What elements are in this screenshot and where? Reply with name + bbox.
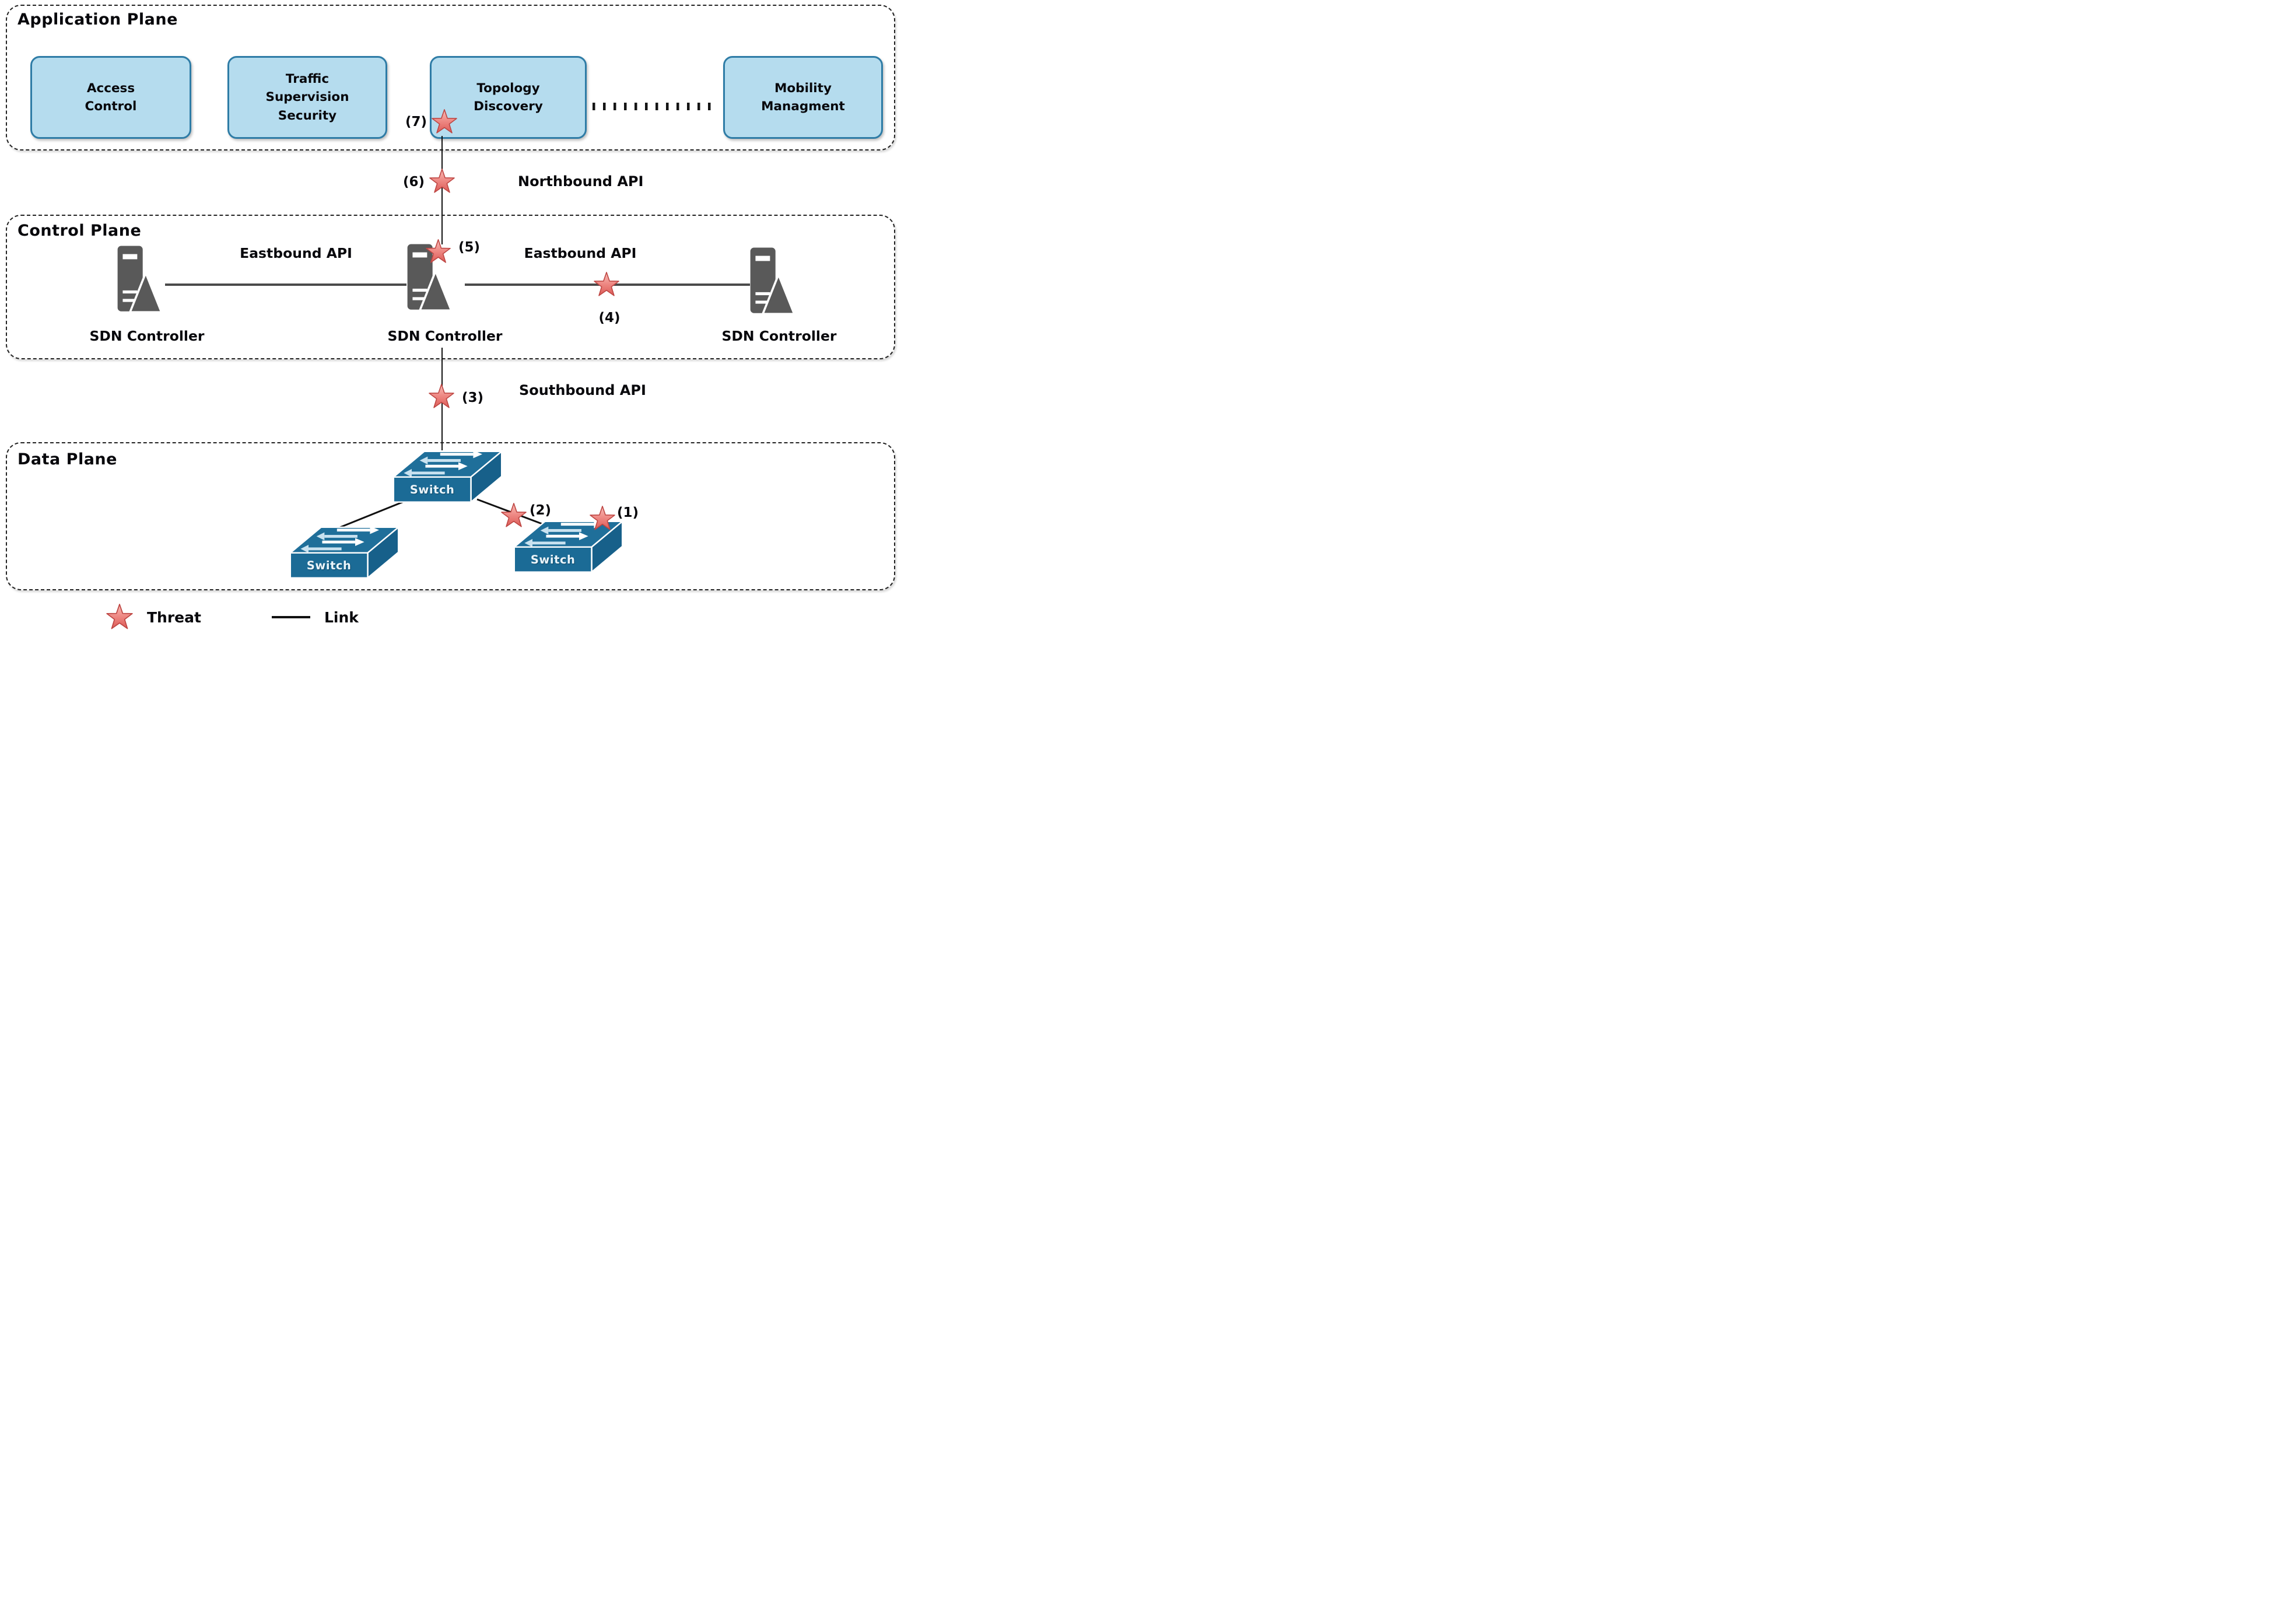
threat-star-icon [431,108,458,135]
app-box-mobility-management: Mobility Managment [723,56,883,139]
app-box-label: Topology Discovery [474,80,543,114]
threat-2-label: (2) [530,503,552,518]
switch-label: Switch [306,558,352,572]
app-box-label: Traffic Supervision Security [265,72,349,123]
application-plane-container [6,5,895,150]
switch-label: Switch [530,552,576,566]
sdn-controller-label-left: SDN Controller [89,328,205,344]
sdn-controller-label-middle: SDN Controller [387,328,503,344]
legend-link-line [272,616,310,618]
app-box-traffic-supervision-security: Traffic Supervision Security [227,56,387,139]
legend-link-label: Link [324,609,359,626]
legend-threat-label: Threat [147,609,201,626]
threat-1-label: (1) [617,505,639,520]
app-box-access-control: Access Control [30,56,191,139]
sdn-controller-icon-right [749,247,795,318]
threat-star-icon [593,271,620,298]
app-box-topology-discovery: Topology Discovery [430,56,587,139]
threat-4-label: (4) [598,310,621,326]
threat-star-icon [429,168,455,195]
eastbound-link-left [165,284,406,286]
threat-star-icon [589,505,616,532]
northbound-api-label: Northbound API [518,173,644,190]
sdn-controller-icon-left [117,245,162,316]
northbound-link-line [441,136,443,244]
threat-star-icon [425,239,451,265]
app-box-label: Access Control [85,80,137,114]
data-plane-title: Data Plane [17,450,117,468]
switch-label: Switch [409,482,455,496]
threat-7-label: (7) [405,114,427,130]
dotted-connector-line [593,103,716,110]
legend-threat-star-icon [106,603,134,631]
southbound-api-label: Southbound API [519,382,646,398]
application-plane-title: Application Plane [17,10,178,29]
sdn-threat-diagram: Application Plane Access Control Traffic… [0,0,902,631]
app-box-label: Mobility Managment [761,80,845,114]
threat-3-label: (3) [462,390,484,405]
eastbound-api-label-left: Eastbound API [240,245,352,261]
switch-link-line-left [331,498,410,532]
data-plane-container [6,442,895,590]
threat-5-label: (5) [458,240,481,255]
control-plane-container [6,215,895,359]
threat-star-icon [428,383,455,410]
control-plane-title: Control Plane [17,222,142,240]
threat-star-icon [500,502,527,529]
threat-6-label: (6) [402,174,425,190]
sdn-controller-label-right: SDN Controller [721,328,837,344]
eastbound-api-label-right: Eastbound API [524,245,637,261]
